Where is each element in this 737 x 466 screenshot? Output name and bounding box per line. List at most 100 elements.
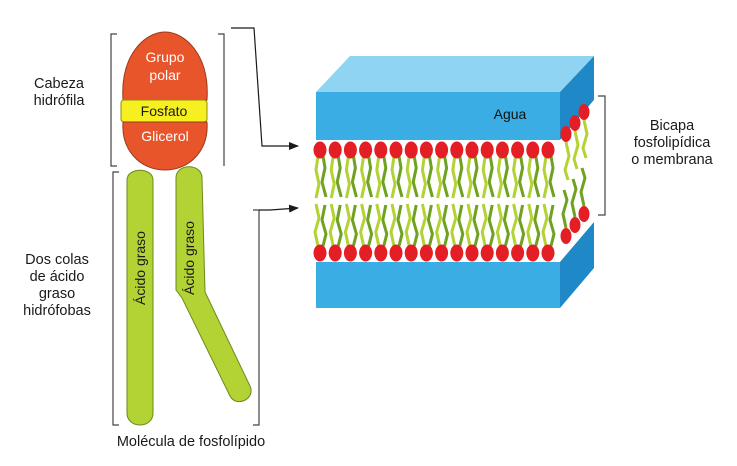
lipid-head <box>389 244 403 262</box>
lipid-head <box>419 141 433 159</box>
glycerol-group <box>122 121 208 171</box>
lipid-head <box>359 141 373 159</box>
lipid-head <box>511 141 525 159</box>
lipid-tail <box>533 155 541 198</box>
lipid-head <box>435 244 449 262</box>
lipid-head <box>541 141 555 159</box>
lipid-head <box>450 244 464 262</box>
lipid-tail <box>366 155 374 198</box>
lipid-tail <box>581 119 589 159</box>
bilayer-block: Agua <box>313 56 594 308</box>
bilayer-label-line-2: fosfolipídica <box>633 135 711 151</box>
lipid-head <box>419 244 433 262</box>
lipid-tail <box>411 155 419 198</box>
lipid-tail <box>450 203 458 247</box>
head-label-line-1: Cabeza <box>34 76 84 92</box>
lipid-tail <box>343 203 351 247</box>
lipid-tail <box>518 155 526 198</box>
lipid-head <box>578 206 590 222</box>
lipid-tail <box>481 155 488 199</box>
lipid-tail <box>405 155 412 199</box>
lipid-head <box>404 244 418 262</box>
lipid-head <box>359 244 373 262</box>
tails-bracket <box>112 171 119 426</box>
fatty-acid-tail-1 <box>126 169 154 426</box>
phosphate-label: Fosfato <box>141 103 188 119</box>
lipid-head <box>389 141 403 159</box>
lipid-tail <box>495 203 503 247</box>
lipid-tail <box>465 203 473 247</box>
lower-leaflet-heads <box>313 244 555 262</box>
lipid-tail <box>527 155 534 199</box>
lipid-tail <box>404 203 412 247</box>
lipid-tail <box>570 178 578 218</box>
head-arrow <box>231 27 299 150</box>
lipid-head <box>569 115 581 131</box>
lipid-tail <box>350 204 358 247</box>
lipid-head <box>569 217 581 233</box>
lipid-head <box>343 244 357 262</box>
lipid-tail <box>396 204 404 247</box>
lipid-tail <box>374 203 382 247</box>
lipid-tail <box>541 203 549 247</box>
lipid-tail <box>435 203 443 247</box>
lipid-tail <box>426 155 434 198</box>
lipid-tail <box>426 204 434 247</box>
lipid-tail <box>502 155 510 198</box>
lipid-head <box>450 141 464 159</box>
side-tails <box>561 119 589 229</box>
lipid-tail <box>381 204 389 247</box>
lipid-head <box>560 228 572 244</box>
lipid-head <box>526 244 540 262</box>
lipid-tail <box>335 204 343 247</box>
lipid-tail <box>457 204 465 247</box>
lipid-head <box>541 244 555 262</box>
bilayer-label: Bicapa fosfolipídica o membrana <box>612 118 732 169</box>
lipid-tail <box>457 155 465 198</box>
lipid-tail <box>419 203 427 247</box>
lipid-tail <box>512 155 519 199</box>
water-side-bottom <box>560 222 594 308</box>
brackets <box>110 33 606 426</box>
lipid-head <box>495 244 509 262</box>
lipid-tail <box>381 155 389 198</box>
lipid-head <box>313 141 327 159</box>
lipid-tail <box>329 155 336 199</box>
lipid-tail <box>561 189 569 229</box>
water-label: Agua <box>494 106 527 122</box>
lipid-tail <box>350 155 358 198</box>
lipid-tail <box>313 203 321 247</box>
fatty-acid-label-1: Ácido graso <box>132 231 148 305</box>
lipid-tail <box>328 203 336 247</box>
lipid-tail <box>472 155 480 198</box>
tail-arrow <box>259 204 299 213</box>
leader-lines <box>231 27 299 213</box>
lipid-head <box>343 141 357 159</box>
lipid-head <box>480 244 494 262</box>
tails-label-line-1: Dos colas <box>25 252 89 268</box>
fatty-acid-tail-2 <box>175 166 252 403</box>
polar-group <box>122 31 208 101</box>
lipid-tail <box>487 204 495 247</box>
tails-label-line-2: de ácido <box>29 269 85 285</box>
lower-leaflet-tails <box>313 203 556 247</box>
lipid-head <box>435 141 449 159</box>
lipid-tail <box>496 155 503 199</box>
lipid-head <box>465 141 479 159</box>
water-front-top <box>316 92 560 140</box>
polar-group-label-line-2: polar <box>149 67 180 83</box>
head-label-line-2: hidrófila <box>33 93 85 109</box>
lipid-tail <box>526 203 534 247</box>
lipid-head <box>404 141 418 159</box>
molecule-bracket-lower <box>253 209 260 426</box>
lipid-tail <box>518 204 526 247</box>
lipid-tail <box>389 203 397 247</box>
lipid-head <box>560 126 572 142</box>
head-bracket <box>110 33 117 167</box>
head-label: Cabeza hidrófila <box>4 76 114 110</box>
lipid-tail <box>480 203 488 247</box>
lipid-head <box>465 244 479 262</box>
lipid-tail <box>487 155 495 198</box>
water-top-face <box>316 56 594 92</box>
